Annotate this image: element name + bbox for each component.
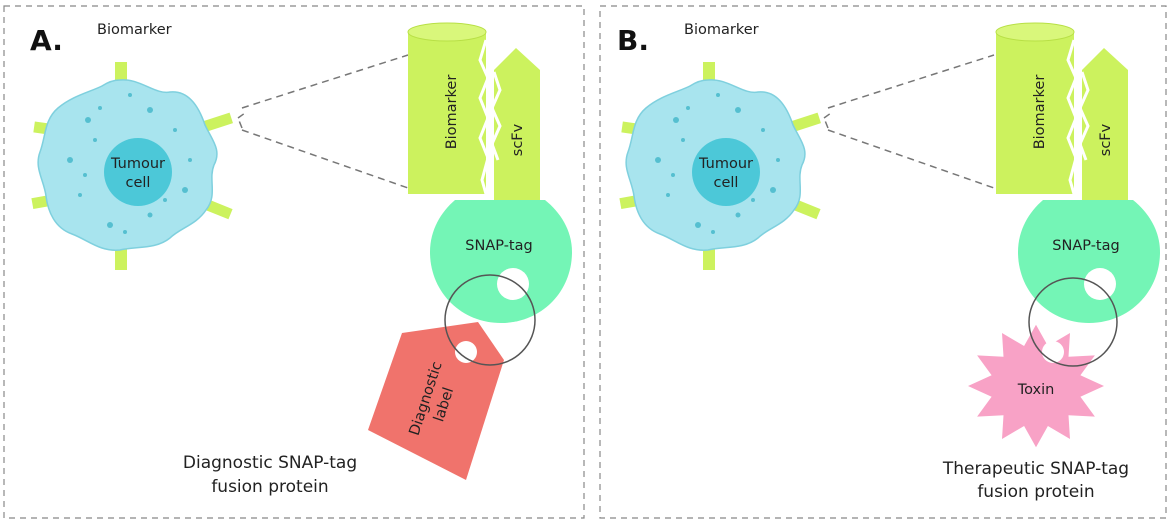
- panel-b-toxin: Toxin: [968, 324, 1104, 448]
- panel-b-cell-label-line1: Tumour: [698, 156, 753, 172]
- panel-a-linker-circle: [444, 274, 536, 366]
- panel-b-caption-line1: Therapeutic SNAP-tag: [942, 459, 1129, 479]
- panel-b-tumour-cell: Tumour cell: [619, 62, 821, 270]
- panel-b-biomarker-label: Biomarker: [1032, 75, 1048, 150]
- panel-b-linker-circle: [1028, 277, 1118, 367]
- panel-a-frame: [3, 5, 585, 519]
- panel-a-scfv: scFv: [490, 48, 540, 205]
- panel-a-biomarker-label: Biomarker: [444, 75, 460, 150]
- panel-b-scfv: scFv: [1078, 48, 1128, 205]
- panel-b-snap-label: SNAP-tag: [1052, 238, 1119, 254]
- panel-a-diagnostic-label: Diagnostic label: [368, 322, 504, 480]
- panel-a-vesicles: [67, 93, 192, 234]
- panel-b-toxin-star: [968, 324, 1104, 448]
- panel-b: B. Biomarker Tumour cell: [599, 5, 1167, 519]
- panel-a-caption-line1: Diagnostic SNAP-tag: [183, 453, 357, 473]
- panel-a-letter: A.: [30, 24, 63, 57]
- panel-a-cell-label-line2: cell: [126, 175, 151, 191]
- panel-b-scfv-label: scFv: [1098, 123, 1114, 156]
- panel-b-letter: B.: [617, 24, 649, 57]
- panel-b-snap-tag: SNAP-tag: [1018, 200, 1160, 323]
- panel-b-biomarker-title: Biomarker: [684, 22, 759, 38]
- panel-b-caption-line2: fusion protein: [977, 482, 1094, 502]
- panel-a-cell-label-line1: Tumour: [110, 156, 165, 172]
- panel-b-nucleus: [692, 138, 760, 206]
- panel-a-tumour-cell: Tumour cell: [31, 62, 233, 270]
- panel-b-zoom-lines: [823, 54, 995, 189]
- panel-a-biomarker-title: Biomarker: [97, 22, 172, 38]
- panel-a-scfv-label: scFv: [510, 123, 526, 156]
- panel-a-zoom-lines: [237, 54, 409, 189]
- panel-b-cell-label-line2: cell: [714, 175, 739, 191]
- panel-b-biomarker-cylinder: Biomarker: [995, 22, 1078, 195]
- panel-a-snap-tag: SNAP-tag: [430, 200, 572, 323]
- panel-a-biomarker-cylinder: Biomarker: [407, 22, 490, 195]
- panel-a-caption-line2: fusion protein: [211, 477, 328, 497]
- panel-a-nucleus: [104, 138, 172, 206]
- panel-a: A. Biomarker Tumour cell: [3, 5, 585, 519]
- panel-b-vesicles: [655, 93, 780, 234]
- panel-b-payload-label: Toxin: [1017, 382, 1055, 398]
- panel-a-snap-label: SNAP-tag: [465, 238, 532, 254]
